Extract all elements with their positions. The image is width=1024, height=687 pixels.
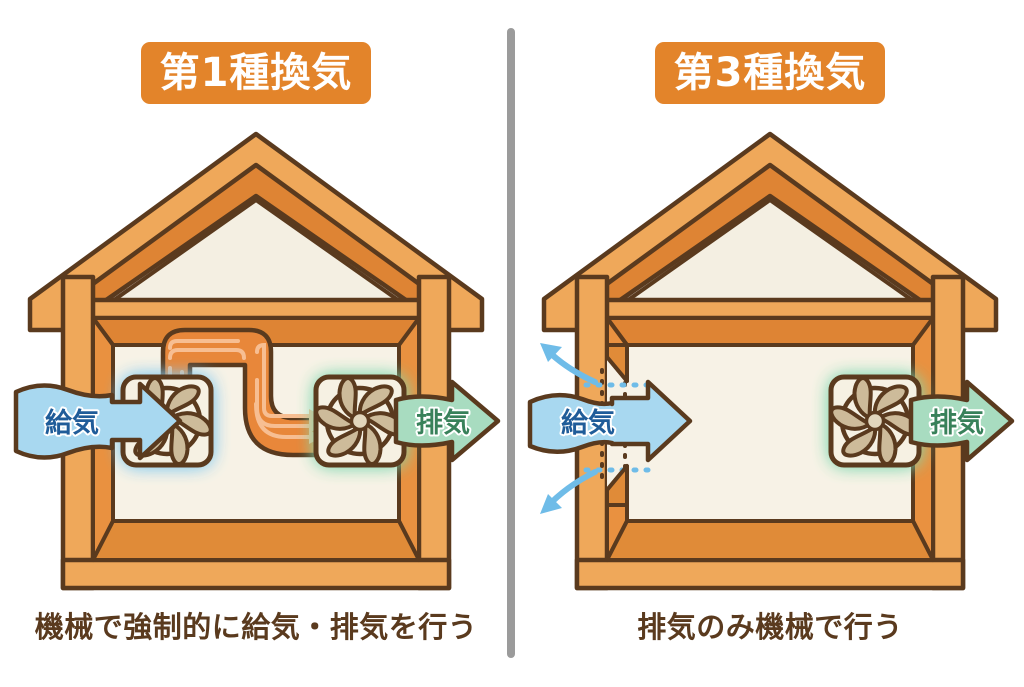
panel-type3: 第3種換気 [527, 42, 1015, 644]
house-type1: 給気 排気 [13, 131, 501, 591]
exhaust-air-arrow: 排気 [908, 379, 1015, 463]
badge-type3: 第3種換気 [655, 42, 885, 104]
badge-background [141, 42, 371, 104]
vent-nub-top [605, 343, 629, 383]
supply-arrow-shape [527, 379, 693, 463]
exhaust-fan[interactable] [829, 376, 921, 466]
supply-arrow-label: 給気 [561, 407, 615, 439]
supply-air-arrow: 給気 [13, 381, 183, 461]
exhaust-fan-icon [829, 376, 921, 466]
attic-beam [597, 297, 943, 321]
exhaust-fan[interactable] [314, 376, 406, 466]
caption-type3: 排気のみ機械で行う [637, 610, 903, 644]
badge-background [655, 42, 885, 104]
supply-arrow-shape [13, 381, 183, 461]
exhaust-fan-icon [314, 376, 406, 466]
exhaust-air-arrow: 排気 [393, 379, 501, 463]
supply-arrow-label: 給気 [45, 407, 99, 439]
panel-type1: 第1種換気 [13, 42, 501, 644]
sill-bottom [574, 557, 966, 591]
exhaust-arrow-shape [908, 379, 1015, 463]
caption-type1: 機械で強制的に給気・排気を行う [35, 610, 478, 644]
floor-surface [605, 519, 935, 562]
sill-bottom [60, 557, 452, 591]
attic-beam [83, 297, 429, 321]
duct-body [160, 327, 325, 458]
supply-air-arrow: 給気 [527, 379, 693, 463]
exhaust-arrow-label: 排気 [930, 407, 984, 439]
badge-label: 第3種換気 [674, 50, 867, 96]
vertical-divider [507, 28, 515, 658]
exhaust-arrow-shape [393, 379, 501, 463]
vent-nub-bottom [605, 464, 629, 507]
exhaust-arrow-label: 排気 [416, 407, 470, 439]
badge-label: 第1種換気 [160, 50, 353, 96]
ceiling-band [605, 316, 935, 347]
floor-surface [91, 519, 421, 562]
house-type3: 給気 排気 [527, 131, 1015, 591]
passive-wall-vent [540, 343, 653, 514]
vent-leak-arrowheads [540, 343, 562, 514]
badge-type1: 第1種換気 [141, 42, 371, 104]
